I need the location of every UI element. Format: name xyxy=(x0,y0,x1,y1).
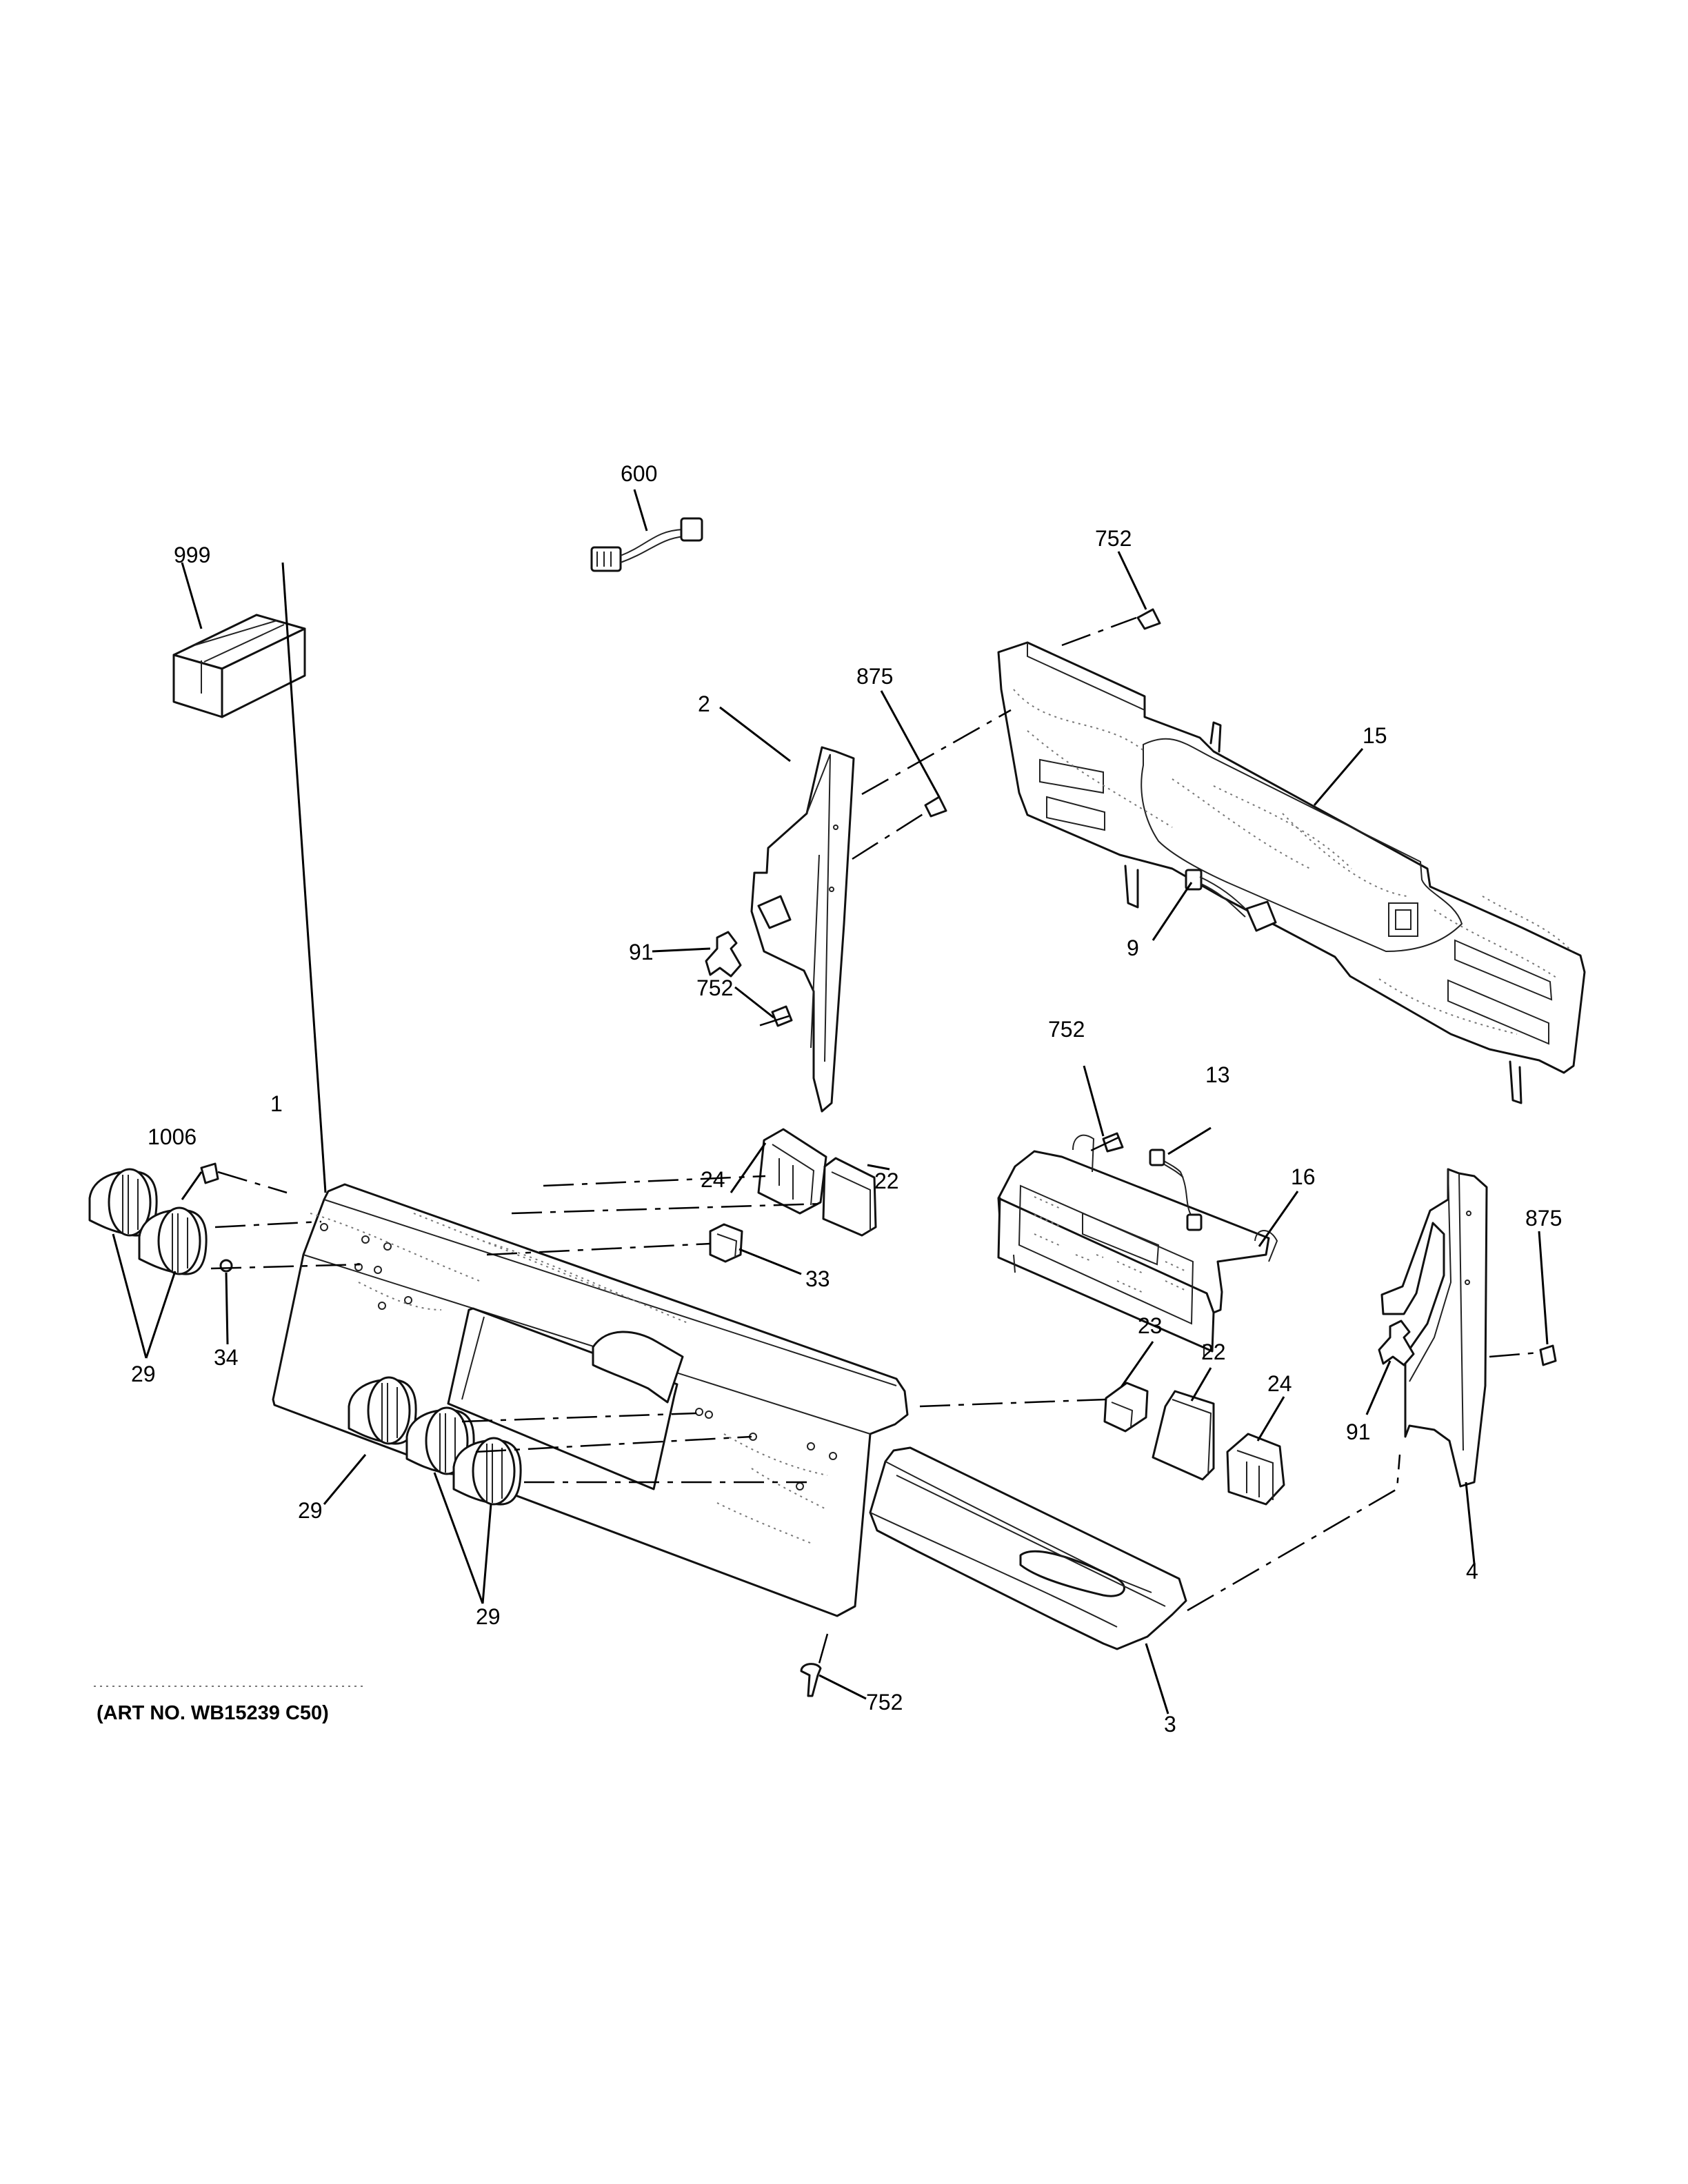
callout-29-upper: 29 xyxy=(131,1362,156,1386)
callout-4: 4 xyxy=(1466,1559,1478,1584)
part-29-knob-upper-left-1 xyxy=(88,1168,158,1237)
part-16-control-board xyxy=(997,1134,1278,1359)
callout-labels: 999 600 752 875 2 15 91 752 9 752 13 1 1… xyxy=(131,461,1562,1737)
callout-875-top: 875 xyxy=(856,664,893,689)
callout-752-mid-right: 752 xyxy=(1048,1017,1085,1042)
callout-1006: 1006 xyxy=(148,1124,197,1149)
callout-29-lower-left: 29 xyxy=(298,1498,323,1523)
callout-29-lower-right: 29 xyxy=(476,1604,501,1629)
part-600-wire-harness xyxy=(590,517,703,572)
part-33-small-switch xyxy=(709,1223,743,1263)
callout-91-upper: 91 xyxy=(629,940,654,964)
callout-875-right: 875 xyxy=(1525,1206,1562,1231)
leader-lines xyxy=(112,489,1549,1715)
callout-22-upper: 22 xyxy=(874,1169,899,1193)
part-9-wire-harness xyxy=(1185,869,1277,932)
callout-600: 600 xyxy=(621,461,657,486)
callout-33: 33 xyxy=(805,1266,830,1291)
callout-2: 2 xyxy=(698,691,710,716)
callout-9: 9 xyxy=(1127,936,1139,960)
callout-752-mid-left: 752 xyxy=(696,975,733,1000)
art-number-block: (ART NO. WB15239 C50) xyxy=(94,1686,365,1724)
art-number: (ART NO. WB15239 C50) xyxy=(97,1702,329,1724)
callout-13: 13 xyxy=(1205,1062,1230,1087)
callout-24-upper: 24 xyxy=(701,1167,725,1192)
callout-15: 15 xyxy=(1363,723,1387,748)
part-91-clip-lower xyxy=(1378,1320,1415,1366)
callout-24-lower: 24 xyxy=(1267,1371,1292,1396)
part-22-switch-upper xyxy=(822,1157,877,1237)
callout-3: 3 xyxy=(1164,1712,1176,1737)
part-999-literature-box xyxy=(172,614,306,718)
callout-752-bottom: 752 xyxy=(866,1690,903,1715)
part-24-switch-upper xyxy=(757,1128,827,1215)
part-29-knob-upper-left-2 xyxy=(138,1206,208,1275)
callout-22-lower: 22 xyxy=(1201,1339,1226,1364)
part-15-rear-cover xyxy=(997,641,1586,1104)
part-2-left-bracket xyxy=(750,746,855,1113)
part-91-clip-upper xyxy=(705,931,742,978)
part-4-right-bracket xyxy=(1380,1168,1488,1488)
callout-16: 16 xyxy=(1291,1164,1316,1189)
screws xyxy=(200,608,1557,1697)
callout-999: 999 xyxy=(174,543,210,567)
part-23-switch xyxy=(1103,1382,1149,1433)
callout-91-lower: 91 xyxy=(1346,1419,1371,1444)
assembly-lines xyxy=(210,616,1540,1669)
part-29-knob-lower-3 xyxy=(452,1437,522,1506)
callout-752-top: 752 xyxy=(1095,526,1132,551)
callout-23: 23 xyxy=(1138,1313,1163,1338)
part-3-lower-trim xyxy=(869,1446,1187,1650)
part-13-board-harness xyxy=(1149,1149,1203,1231)
part-22-switch-lower xyxy=(1152,1390,1215,1481)
part-29-knob-lower-1 xyxy=(348,1376,417,1445)
callout-34: 34 xyxy=(214,1345,239,1370)
callout-1: 1 xyxy=(270,1091,283,1116)
part-24-switch-lower xyxy=(1226,1433,1285,1506)
